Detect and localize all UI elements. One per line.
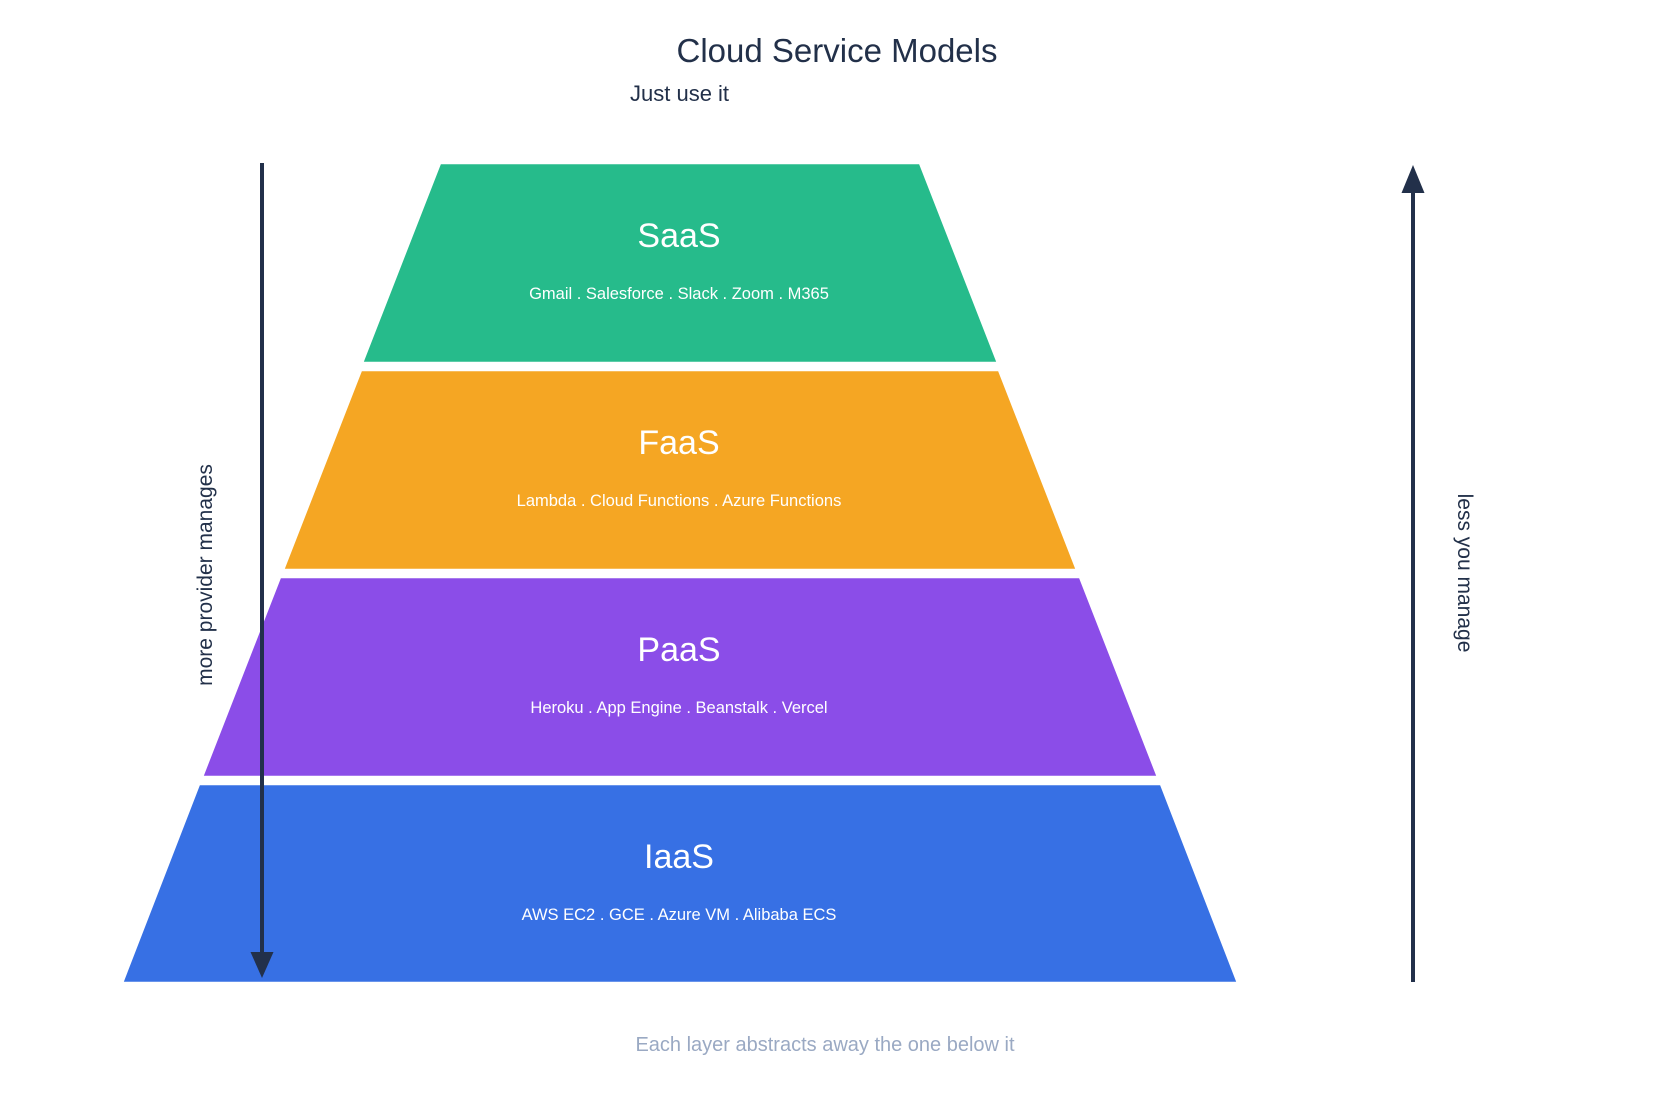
right-axis-label: less you manage: [1453, 494, 1476, 653]
layer-saas-examples: Gmail . Salesforce . Slack . Zoom . M365: [529, 285, 829, 303]
pyramid-layer-paas: PaaS Heroku . App Engine . Beanstalk . V…: [200, 575, 1160, 779]
layer-paas-name: PaaS: [637, 631, 720, 669]
pyramid-layer-faas: FaaS Lambda . Cloud Functions . Azure Fu…: [281, 368, 1079, 572]
pyramid-layer-iaas: IaaS AWS EC2 . GCE . Azure VM . Alibaba …: [120, 782, 1240, 985]
layer-paas-shape: [200, 575, 1160, 779]
right-axis: less you manage: [1401, 165, 1476, 982]
page-title: Cloud Service Models: [677, 32, 998, 69]
layer-faas-name: FaaS: [638, 424, 719, 462]
page-subtitle: Just use it: [630, 81, 729, 106]
pyramid-layer-saas: SaaS Gmail . Salesforce . Slack . Zoom .…: [360, 161, 1000, 365]
layer-paas-examples: Heroku . App Engine . Beanstalk . Vercel: [530, 699, 827, 717]
layer-iaas-examples: AWS EC2 . GCE . Azure VM . Alibaba ECS: [522, 906, 837, 924]
up-arrow-head-icon: [1401, 165, 1425, 193]
layer-iaas-shape: [120, 782, 1240, 985]
down-arrow-head-icon: [250, 952, 274, 978]
layer-saas-name: SaaS: [637, 217, 720, 255]
footer-caption: Each layer abstracts away the one below …: [635, 1034, 1015, 1056]
left-axis-label: more provider manages: [194, 464, 217, 686]
layer-iaas-name: IaaS: [644, 838, 714, 876]
layer-faas-examples: Lambda . Cloud Functions . Azure Functio…: [517, 492, 842, 510]
layer-faas-shape: [281, 368, 1079, 572]
layer-saas-shape: [360, 161, 1000, 365]
left-axis: more provider manages: [194, 163, 274, 978]
